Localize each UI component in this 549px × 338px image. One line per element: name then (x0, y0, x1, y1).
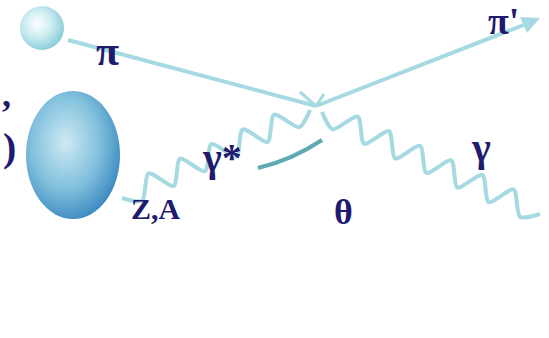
angle-arc (258, 140, 322, 168)
pion-label: π (96, 30, 119, 72)
pion-prime-label: π' (488, 2, 519, 40)
cropped-text: , (2, 76, 11, 112)
photon-label: γ (472, 128, 491, 168)
nucleus-label: Z,A (131, 194, 180, 224)
real-photon-wave (322, 112, 540, 217)
nucleus: Z,A (25, 90, 121, 220)
arrowhead (520, 17, 540, 33)
nucleus-shape (26, 91, 120, 219)
angle-label: θ (334, 194, 353, 230)
pion-sphere (20, 6, 64, 50)
virtual-photon-label: γ* (203, 138, 242, 178)
cropped-text: ) (3, 128, 16, 168)
nucleus-sphere (25, 90, 121, 220)
virtual-photon-wave (122, 110, 310, 201)
